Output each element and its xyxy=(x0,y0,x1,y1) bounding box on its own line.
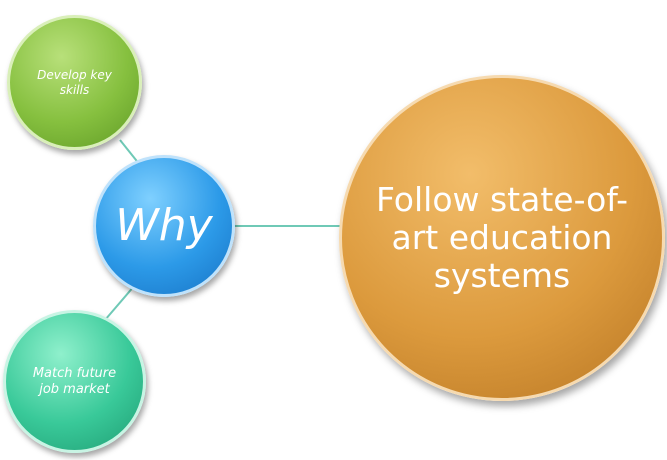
node-label-why: Why xyxy=(115,200,213,251)
node-label-follow: Follow state-of-art education systems xyxy=(375,180,629,295)
connector-why-market xyxy=(104,284,136,321)
node-label-market: Match future job market xyxy=(32,365,117,397)
node-develop-key-skills: Develop key skills xyxy=(7,15,142,150)
node-why: Why xyxy=(93,155,235,297)
node-follow-education-systems: Follow state-of-art education systems xyxy=(339,75,665,401)
node-match-future-job-market: Match future job market xyxy=(3,310,146,453)
node-label-skills: Develop key skills xyxy=(37,67,112,97)
